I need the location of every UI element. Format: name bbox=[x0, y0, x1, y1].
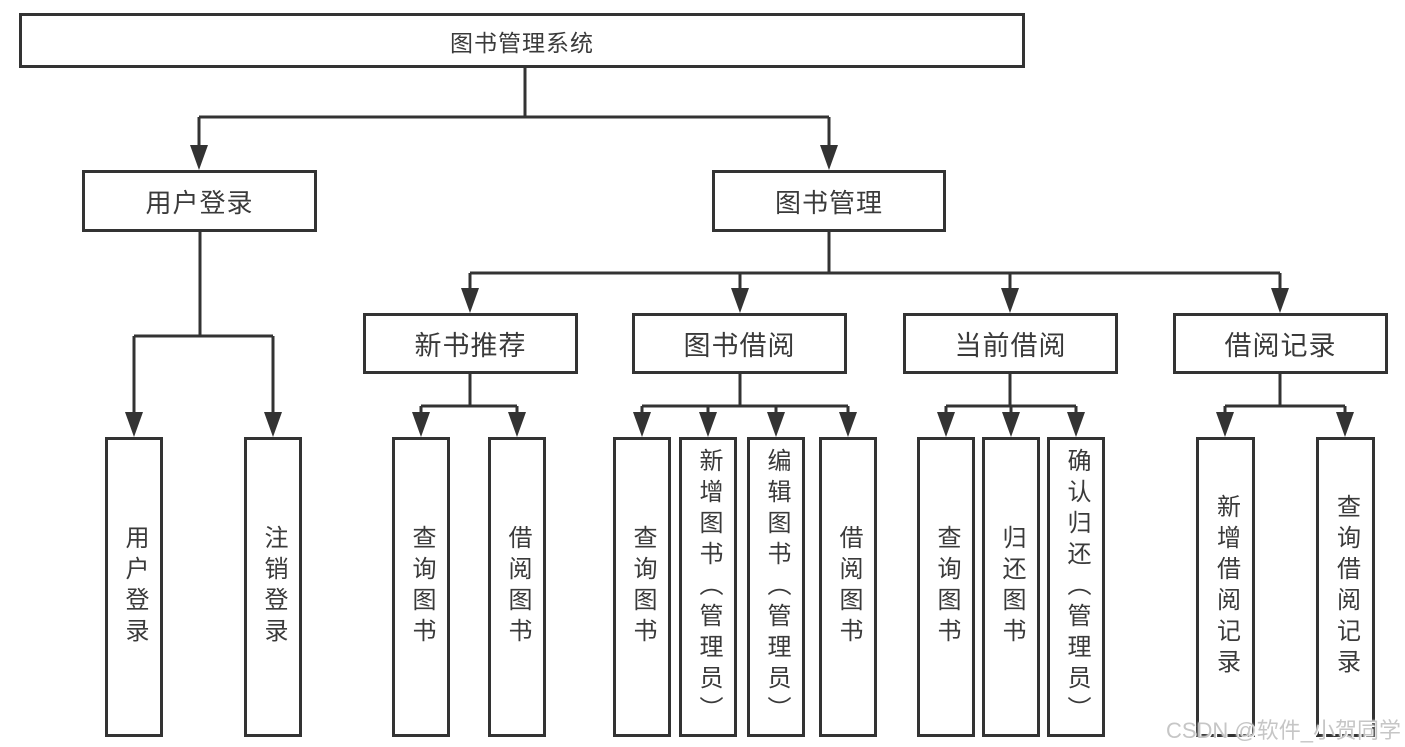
node-book-management: 图书管理 bbox=[712, 170, 946, 232]
arrow-down-icon bbox=[699, 412, 717, 437]
arrow-down-icon bbox=[264, 412, 282, 437]
arrow-down-icon bbox=[839, 412, 857, 437]
leaf-confirm-return-admin: 确认归还（管理员） bbox=[1047, 437, 1105, 737]
node-borrow-records: 借阅记录 bbox=[1173, 313, 1388, 374]
connector-user-login-to-leaves bbox=[125, 232, 282, 437]
leaf-query-books-borrow: 查询图书 bbox=[613, 437, 671, 737]
leaf-query-borrow-record: 查询借阅记录 bbox=[1316, 437, 1375, 737]
node-label: 用户登录 bbox=[145, 187, 254, 218]
leaf-add-books-admin: 新增图书（管理员） bbox=[679, 437, 737, 737]
node-book-borrow: 图书借阅 bbox=[632, 313, 847, 374]
leaf-borrow-books: 借阅图书 bbox=[819, 437, 877, 737]
arrow-down-icon bbox=[1001, 288, 1019, 313]
leaf-query-books-recommend: 查询图书 bbox=[392, 437, 450, 737]
node-user-login: 用户登录 bbox=[82, 170, 317, 232]
leaf-user-login: 用户登录 bbox=[105, 437, 163, 737]
arrow-down-icon bbox=[1216, 412, 1234, 437]
node-label: 归还图书 bbox=[998, 525, 1025, 649]
leaf-borrow-books-recommend: 借阅图书 bbox=[488, 437, 546, 737]
node-label: 查询图书 bbox=[629, 525, 656, 649]
connector-book-borrow-to-leaves bbox=[633, 374, 857, 437]
node-label: 图书借阅 bbox=[683, 331, 796, 361]
node-label: 查询图书 bbox=[408, 525, 435, 649]
connector-borrow-records-to-leaves bbox=[1216, 374, 1354, 437]
leaf-edit-books-admin: 编辑图书（管理员） bbox=[747, 437, 805, 737]
arrow-down-icon bbox=[461, 288, 479, 313]
node-label: 注销登录 bbox=[260, 525, 287, 649]
leaf-logout: 注销登录 bbox=[244, 437, 302, 737]
connector-new-book-recommend-to-leaves bbox=[412, 374, 526, 437]
node-current-borrow: 当前借阅 bbox=[903, 313, 1118, 374]
csdn-watermark: CSDN @软件_小贺同学 bbox=[1165, 718, 1401, 743]
arrow-down-icon bbox=[190, 145, 208, 170]
node-label: 借阅图书 bbox=[835, 525, 862, 649]
leaf-return-books: 归还图书 bbox=[982, 437, 1040, 737]
node-label: 确认归还（管理员） bbox=[1063, 447, 1090, 727]
node-label: 新增图书（管理员） bbox=[695, 447, 722, 727]
connector-root-to-level2 bbox=[190, 68, 838, 170]
arrow-down-icon bbox=[731, 288, 749, 313]
node-label: 编辑图书（管理员） bbox=[763, 447, 790, 727]
arrow-down-icon bbox=[125, 412, 143, 437]
arrow-down-icon bbox=[1271, 288, 1289, 313]
node-label: 图书管理 bbox=[774, 187, 883, 218]
arrow-down-icon bbox=[1336, 412, 1354, 437]
node-new-book-recommend: 新书推荐 bbox=[363, 313, 578, 374]
arrow-down-icon bbox=[767, 412, 785, 437]
node-label: 新增借阅记录 bbox=[1212, 494, 1240, 680]
arrow-down-icon bbox=[633, 412, 651, 437]
arrow-down-icon bbox=[1002, 412, 1020, 437]
node-label: 借阅记录 bbox=[1224, 331, 1337, 361]
node-label: 查询借阅记录 bbox=[1332, 494, 1360, 680]
arrow-down-icon bbox=[1067, 412, 1085, 437]
arrow-down-icon bbox=[508, 412, 526, 437]
node-label: 当前借阅 bbox=[954, 331, 1067, 361]
leaf-add-borrow-record: 新增借阅记录 bbox=[1196, 437, 1255, 737]
node-label: 新书推荐 bbox=[414, 331, 527, 361]
connector-current-borrow-to-leaves bbox=[937, 374, 1085, 437]
node-library-management-system: 图书管理系统 bbox=[19, 13, 1025, 68]
node-label: 图书管理系统 bbox=[450, 29, 594, 56]
connector-book-management-to-level3 bbox=[461, 232, 1289, 313]
node-label: 查询图书 bbox=[933, 525, 960, 649]
node-label: 用户登录 bbox=[121, 525, 148, 649]
leaf-query-books-current: 查询图书 bbox=[917, 437, 975, 737]
arrow-down-icon bbox=[820, 145, 838, 170]
arrow-down-icon bbox=[937, 412, 955, 437]
arrow-down-icon bbox=[412, 412, 430, 437]
node-label: 借阅图书 bbox=[504, 525, 531, 649]
